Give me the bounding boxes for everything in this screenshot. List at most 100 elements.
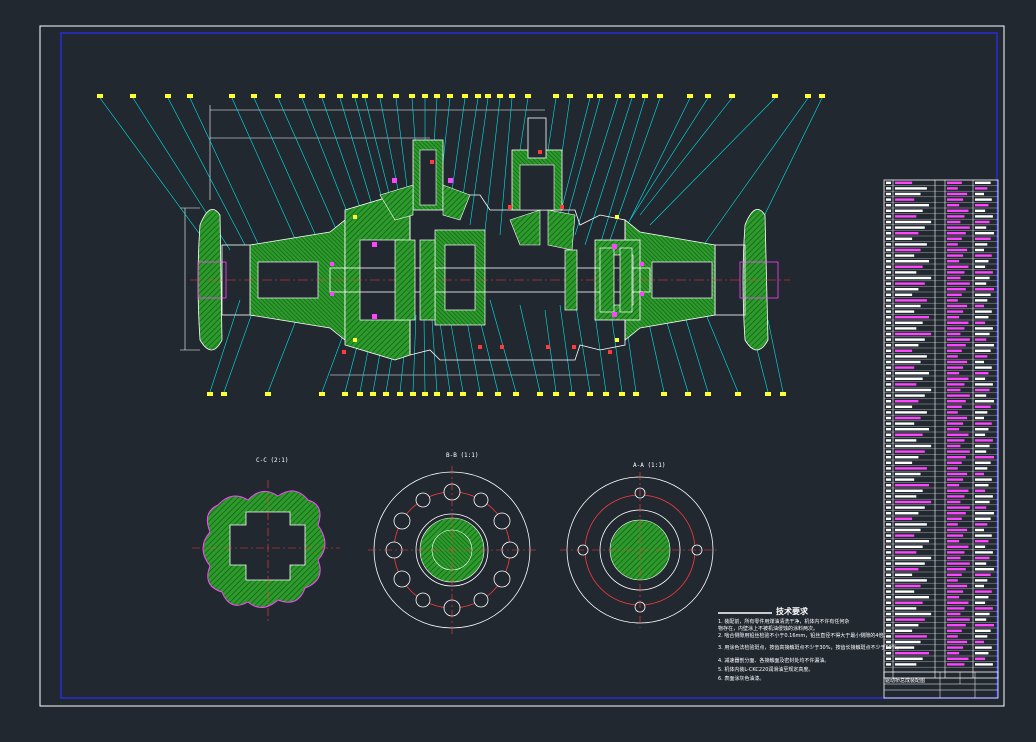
parts-index-mark	[886, 383, 891, 386]
parts-cell-mark	[975, 461, 991, 464]
parts-cell-mark	[947, 596, 960, 599]
parts-cell-mark	[975, 237, 991, 240]
parts-cell-mark	[895, 360, 921, 364]
parts-cell-mark	[975, 226, 987, 229]
parts-cell-mark	[895, 607, 917, 610]
parts-cell-mark	[975, 500, 990, 504]
parts-cell-mark	[895, 506, 925, 509]
parts-cell-mark	[975, 377, 986, 380]
parts-cell-mark	[947, 377, 969, 380]
parts-cell-mark	[975, 349, 991, 352]
parts-cell-mark	[947, 232, 966, 235]
parts-cell-mark	[975, 428, 989, 431]
parts-cell-mark	[975, 411, 988, 414]
parts-index-mark	[886, 601, 891, 604]
parts-cell-mark	[975, 209, 986, 212]
parts-cell-mark	[947, 635, 958, 638]
parts-index-mark	[886, 612, 891, 616]
parts-cell-mark	[975, 344, 994, 347]
parts-cell-mark	[895, 332, 932, 336]
parts-cell-mark	[895, 584, 921, 588]
parts-cell-mark	[895, 209, 923, 212]
parts-cell-mark	[975, 215, 993, 218]
parts-cell-mark	[975, 545, 986, 548]
parts-cell-mark	[975, 607, 993, 610]
parts-cell-mark	[947, 215, 965, 218]
parts-cell-mark	[895, 439, 917, 442]
parts-cell-mark	[975, 512, 994, 515]
parts-cell-mark	[975, 590, 992, 593]
parts-cell-mark	[975, 187, 988, 190]
parts-cell-mark	[947, 226, 970, 229]
parts-index-mark	[886, 568, 891, 571]
parts-cell-mark	[947, 629, 962, 632]
parts-index-mark	[886, 232, 891, 235]
parts-cell-mark	[895, 579, 927, 582]
parts-index-mark	[886, 624, 891, 627]
parts-cell-mark	[895, 316, 929, 319]
parts-index-mark	[886, 276, 891, 280]
parts-cell-mark	[947, 338, 970, 341]
parts-cell-mark	[947, 612, 961, 616]
parts-cell-mark	[895, 388, 932, 392]
parts-index-mark	[886, 355, 891, 358]
tech-requirements-title: 技术要求	[776, 607, 808, 616]
parts-index-mark	[886, 316, 891, 319]
parts-index-mark	[886, 254, 891, 257]
parts-cell-mark	[975, 584, 984, 588]
parts-index-mark	[886, 478, 891, 481]
parts-cell-mark	[975, 467, 988, 470]
parts-cell-mark	[975, 439, 993, 442]
parts-cell-mark	[895, 349, 913, 352]
parts-index-mark	[886, 332, 891, 336]
parts-cell-mark	[947, 556, 961, 560]
parts-index-mark	[886, 534, 891, 537]
parts-cell-mark	[895, 556, 932, 560]
parts-cell-mark	[895, 612, 932, 616]
parts-cell-mark	[895, 618, 925, 621]
parts-cell-mark	[895, 400, 919, 403]
parts-cell-mark	[975, 523, 988, 526]
parts-cell-mark	[975, 624, 994, 627]
parts-cell-mark	[975, 495, 993, 498]
parts-index-mark	[886, 528, 891, 532]
parts-index-mark	[886, 607, 891, 610]
parts-cell-mark	[975, 540, 989, 543]
parts-cell-mark	[947, 383, 965, 386]
parts-cell-mark	[895, 372, 929, 375]
parts-cell-mark	[947, 293, 962, 296]
section-c-c	[192, 480, 340, 622]
parts-cell-mark	[895, 394, 925, 397]
parts-cell-mark	[947, 187, 958, 190]
section-b-b	[368, 466, 536, 634]
parts-cell-mark	[975, 573, 991, 576]
parts-index-mark	[886, 260, 891, 263]
drawing-name: 驱动桥总成装配图	[885, 678, 926, 684]
parts-cell-mark	[947, 517, 962, 520]
main-assembly-view	[97, 94, 825, 396]
parts-cell-mark	[975, 338, 987, 341]
parts-cell-mark	[895, 248, 921, 252]
section-a-a	[560, 472, 720, 628]
parts-cell-mark	[947, 237, 962, 240]
parts-cell-mark	[947, 416, 968, 420]
parts-cell-mark	[975, 204, 989, 207]
parts-cell-mark	[947, 439, 965, 442]
parts-cell-mark	[895, 265, 923, 268]
parts-cell-mark	[975, 355, 988, 358]
parts-cell-mark	[975, 271, 993, 274]
parts-cell-mark	[975, 663, 993, 666]
parts-list-table	[883, 179, 999, 679]
parts-cell-mark	[975, 456, 994, 459]
tech-requirement-line: 5. 机体内装L-CKC220润滑油至规定高度。	[718, 667, 814, 673]
parts-cell-mark	[947, 198, 964, 201]
parts-index-mark	[886, 394, 891, 397]
tech-requirement-line: 6. 表面涂灰色油漆。	[718, 676, 765, 682]
parts-cell-mark	[947, 562, 970, 565]
parts-cell-mark	[947, 579, 958, 582]
parts-cell-mark	[895, 260, 929, 263]
parts-index-mark	[886, 204, 891, 207]
parts-index-mark	[886, 540, 891, 543]
parts-cell-mark	[975, 450, 987, 453]
parts-cell-mark	[975, 405, 991, 408]
